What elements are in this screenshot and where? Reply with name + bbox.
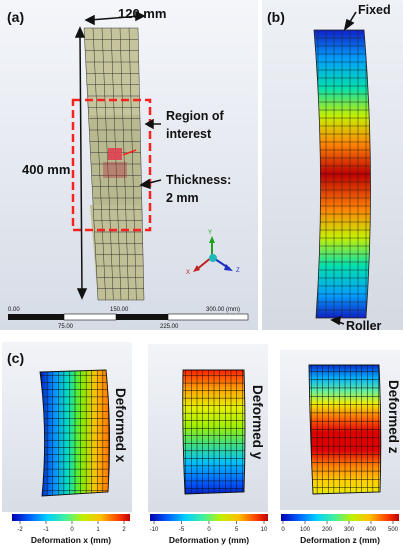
colorbar-tick-label: 0: [281, 527, 285, 533]
scale-tick-225: 225.00: [160, 324, 179, 330]
scale-bar: 0.00 150.00 300.00 (mm) 75.00 225.00: [8, 307, 249, 330]
colorbar-x: [12, 514, 130, 521]
panel-c-label: (c): [7, 350, 24, 366]
colorbar-z-title: Deformation z (mm): [300, 535, 380, 545]
height-arrow: [74, 26, 88, 300]
axis-x-label: X: [186, 270, 190, 276]
strain-gauge: [108, 148, 122, 160]
colorbar-y-title: Deformation y (mm): [169, 535, 249, 545]
colorbar-tick-label: 5: [235, 527, 239, 533]
colorbar-tick-label: 0: [207, 527, 211, 533]
width-label: 120 mm: [118, 6, 166, 21]
colorbar-tick-label: 300: [344, 527, 355, 533]
colorbar-tick-label: -1: [43, 527, 49, 533]
colorbar-y: [150, 514, 268, 521]
roi-label-line2: interest: [166, 127, 212, 141]
roi-box: [71, 98, 152, 232]
thickness-label-line1: Thickness:: [166, 173, 231, 187]
colorbar-tick-label: -5: [179, 527, 185, 533]
colorbar-y-ticks: -10 -5 0 5 10: [150, 521, 268, 533]
deformed-y-mesh: [182, 370, 245, 494]
colorbar-tick-label: 500: [388, 527, 399, 533]
fixed-label: Fixed: [358, 3, 391, 17]
plate-mesh: [83, 27, 145, 301]
height-label: 400 mm: [22, 162, 70, 177]
colorbar-tick-label: 10: [261, 527, 268, 533]
axis-y-label: Y: [208, 230, 212, 236]
colorbar-tick-label: -2: [17, 527, 23, 533]
colorbar-tick-label: -10: [150, 527, 159, 533]
colorbar-tick-label: 0: [70, 527, 74, 533]
roller-label: Roller: [346, 319, 382, 330]
roi-label-line1: Region of: [166, 109, 224, 123]
colorbar-tick-label: 2: [122, 527, 126, 533]
colorbar-tick-label: 400: [366, 527, 377, 533]
colorbar-x-ticks: -2 -1 0 1 2: [17, 521, 126, 533]
colorbar-z: [281, 514, 399, 521]
colorbar-tick-label: 100: [300, 527, 311, 533]
strain-gauge-shadow: [103, 162, 127, 178]
deformed-y-title: Deformed y: [250, 385, 265, 460]
panel-c: (c) Deformed x Deformed y Deformed z -2-…: [2, 342, 401, 545]
roller-arrow: [330, 315, 345, 326]
axis-triad: Y Z X: [186, 230, 240, 276]
fixed-arrow: [343, 11, 357, 31]
deformed-x-title: Deformed x: [113, 388, 128, 463]
deformed-z-title: Deformed z: [386, 380, 401, 454]
thickness-label-line2: 2 mm: [166, 191, 199, 205]
colorbar-tick-label: 1: [96, 527, 100, 533]
panel-b: (b) Fixed Roller: [262, 0, 403, 330]
leader-thickness: [139, 178, 162, 190]
colorbar-tick-label: 200: [322, 527, 333, 533]
scale-tick-300: 300.00 (mm): [206, 307, 240, 313]
leader-gauge: [122, 149, 137, 156]
colorbar-x-title: Deformation x (mm): [31, 535, 111, 545]
axis-z-label: Z: [236, 268, 240, 274]
width-arrow: [84, 10, 146, 26]
colorbar-z-ticks: 0 100 200 300 400 500: [281, 521, 399, 533]
scale-tick-150: 150.00: [110, 307, 129, 313]
panel-a-label: (a): [7, 9, 24, 25]
scale-tick-0: 0.00: [8, 307, 20, 313]
scale-tick-75: 75.00: [58, 324, 74, 330]
deformed-z-mesh: [309, 365, 381, 494]
panel-b-label: (b): [267, 9, 285, 25]
panel-a: (a) 120 mm 400 mm Region of interest Thi…: [0, 0, 258, 330]
leader-roi: [144, 118, 161, 130]
